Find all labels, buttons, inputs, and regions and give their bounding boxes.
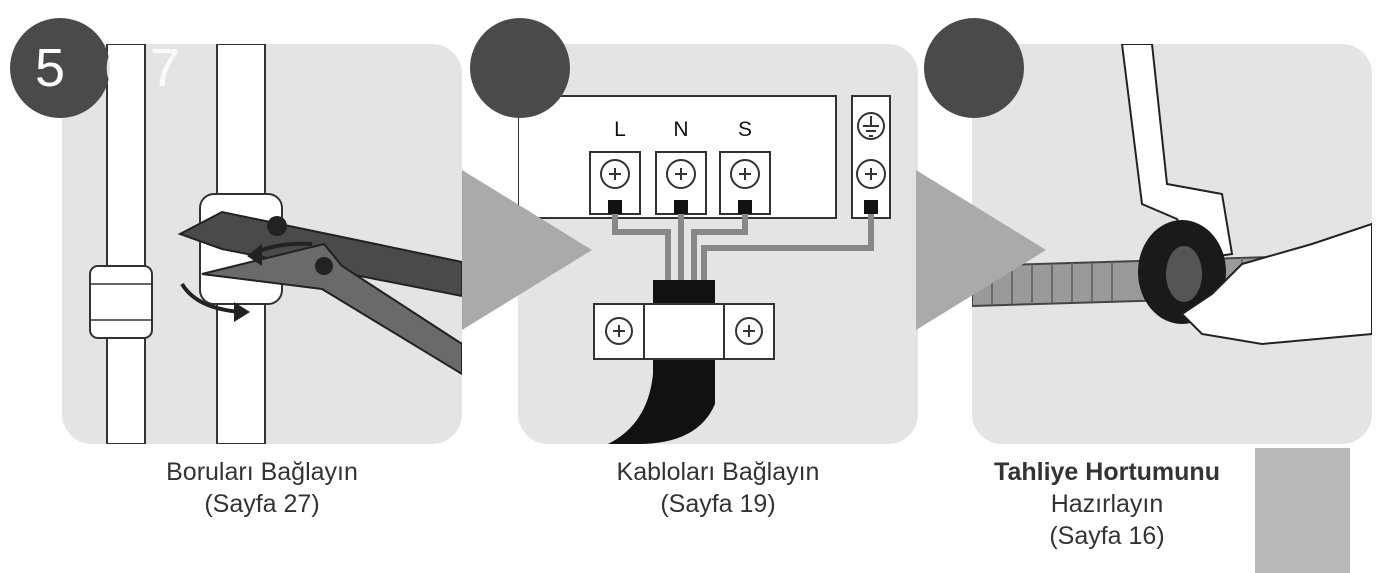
- step-7-number: 7: [150, 38, 181, 98]
- step-5-page-ref: (Sayfa 27): [204, 490, 320, 518]
- step-7-title: Tahliye Hortumunu: [994, 458, 1220, 486]
- step-7-illustration-panel: [972, 44, 1372, 444]
- terminal-label-N: N: [673, 118, 689, 141]
- terminal-N: [655, 151, 707, 215]
- next-step-arrow-icon: [916, 170, 1046, 330]
- step-7-title-line2: Hazırlayın: [1050, 490, 1164, 518]
- step-6-title: Kabloları Bağlayın: [616, 458, 820, 486]
- decorative-gray-block: [1255, 448, 1350, 573]
- terminal-L: [589, 151, 641, 215]
- step-6-illustration-panel: [518, 44, 918, 444]
- step-6-number: 6: [104, 38, 135, 98]
- step-5-badge: [10, 18, 110, 118]
- terminal-ground: [856, 112, 886, 214]
- terminal-S: [719, 151, 771, 215]
- step-5-title: Boruları Bağlayın: [166, 458, 358, 486]
- step-5-number: 5: [35, 38, 66, 98]
- step-7-badge: [924, 18, 1024, 118]
- drain-hose-illustration: [972, 44, 1372, 346]
- terminal-label-S: S: [737, 118, 752, 141]
- step-6-badge: [470, 18, 570, 118]
- terminal-label-L: L: [614, 118, 626, 141]
- next-step-arrow-icon: [462, 170, 592, 330]
- step-5-illustration-panel: [62, 44, 462, 444]
- pipe-wrench-illustration: [89, 44, 462, 444]
- step-6-page-ref: (Sayfa 19): [660, 490, 776, 518]
- step-6-caption: Kabloları Bağlayın (Sayfa 19): [518, 456, 918, 520]
- step-5-caption: Boruları Bağlayın (Sayfa 27): [62, 456, 462, 520]
- step-7-caption: Tahliye Hortumunu Hazırlayın (Sayfa 16): [972, 456, 1242, 552]
- wiring-terminal-illustration: [518, 95, 891, 444]
- step-7-page-ref: (Sayfa 16): [1049, 522, 1165, 550]
